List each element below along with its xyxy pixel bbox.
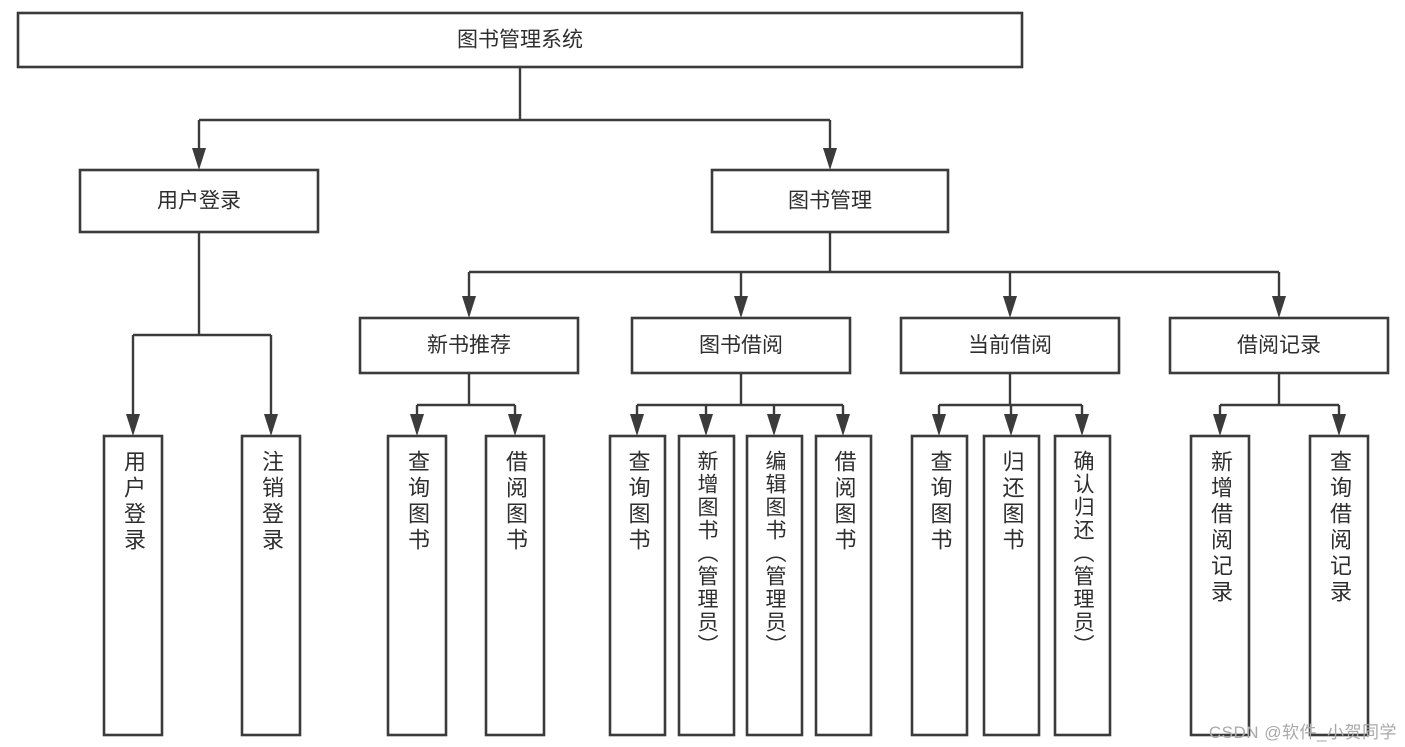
node-box-leaf-edit-book[interactable] (745, 434, 804, 737)
arrowhead-icon (1075, 414, 1089, 436)
boxes-layer (16, 11, 1390, 737)
arrowhead-icon (508, 414, 522, 436)
arrowhead-icon (1004, 414, 1018, 436)
arrowhead-icon (1213, 414, 1227, 436)
node-label-book-borrow: 图书借阅 (699, 334, 783, 357)
node-box-book-borrow[interactable] (630, 316, 852, 375)
node-box-new-book-rec[interactable] (358, 316, 580, 375)
arrowhead-icon (192, 148, 206, 170)
node-box-leaf-borrow-book-1[interactable] (484, 434, 546, 737)
node-box-leaf-return-book[interactable] (982, 434, 1041, 737)
node-label-current-borrow: 当前借阅 (968, 334, 1052, 357)
arrowhead-icon (264, 414, 278, 436)
connectors-layer (126, 67, 1346, 436)
node-box-leaf-query-book-3[interactable] (910, 434, 969, 737)
arrowhead-icon (699, 414, 713, 436)
node-label-root: 图书管理系统 (457, 29, 583, 52)
node-box-leaf-query-book-2[interactable] (608, 434, 667, 737)
node-box-root[interactable] (16, 11, 1024, 69)
node-box-leaf-borrow-book-2[interactable] (814, 434, 873, 737)
arrowhead-icon (126, 414, 140, 436)
node-label-borrow-record: 借阅记录 (1237, 334, 1321, 357)
node-label-book-manage: 图书管理 (788, 190, 872, 213)
arrowhead-icon (630, 414, 644, 436)
arrowhead-icon (767, 414, 781, 436)
arrowhead-icon (932, 414, 946, 436)
arrowhead-icon (1003, 296, 1017, 318)
node-box-leaf-user-login[interactable] (102, 434, 164, 737)
node-box-leaf-add-record[interactable] (1189, 434, 1251, 737)
arrowhead-icon (836, 414, 850, 436)
node-box-current-borrow[interactable] (899, 316, 1121, 375)
node-box-leaf-query-book-1[interactable] (386, 434, 448, 737)
arrowhead-icon (823, 148, 837, 170)
node-box-book-manage[interactable] (710, 168, 950, 234)
arrowhead-icon (734, 296, 748, 318)
arrowhead-icon (410, 414, 424, 436)
arrowhead-icon (462, 296, 476, 318)
arrowhead-icon (1332, 414, 1346, 436)
node-box-leaf-confirm-return[interactable] (1053, 434, 1112, 737)
node-box-leaf-query-record[interactable] (1308, 434, 1370, 737)
node-label-user-login: 用户登录 (157, 190, 241, 213)
node-box-user-login[interactable] (78, 168, 320, 234)
arrowhead-icon (1272, 296, 1286, 318)
node-box-leaf-add-book[interactable] (677, 434, 736, 737)
csdn-watermark: CSDN @软件_小贺同学 (1208, 723, 1397, 742)
node-label-new-book-rec: 新书推荐 (427, 334, 511, 357)
node-box-leaf-logout[interactable] (240, 434, 302, 737)
node-box-borrow-record[interactable] (1168, 316, 1390, 375)
